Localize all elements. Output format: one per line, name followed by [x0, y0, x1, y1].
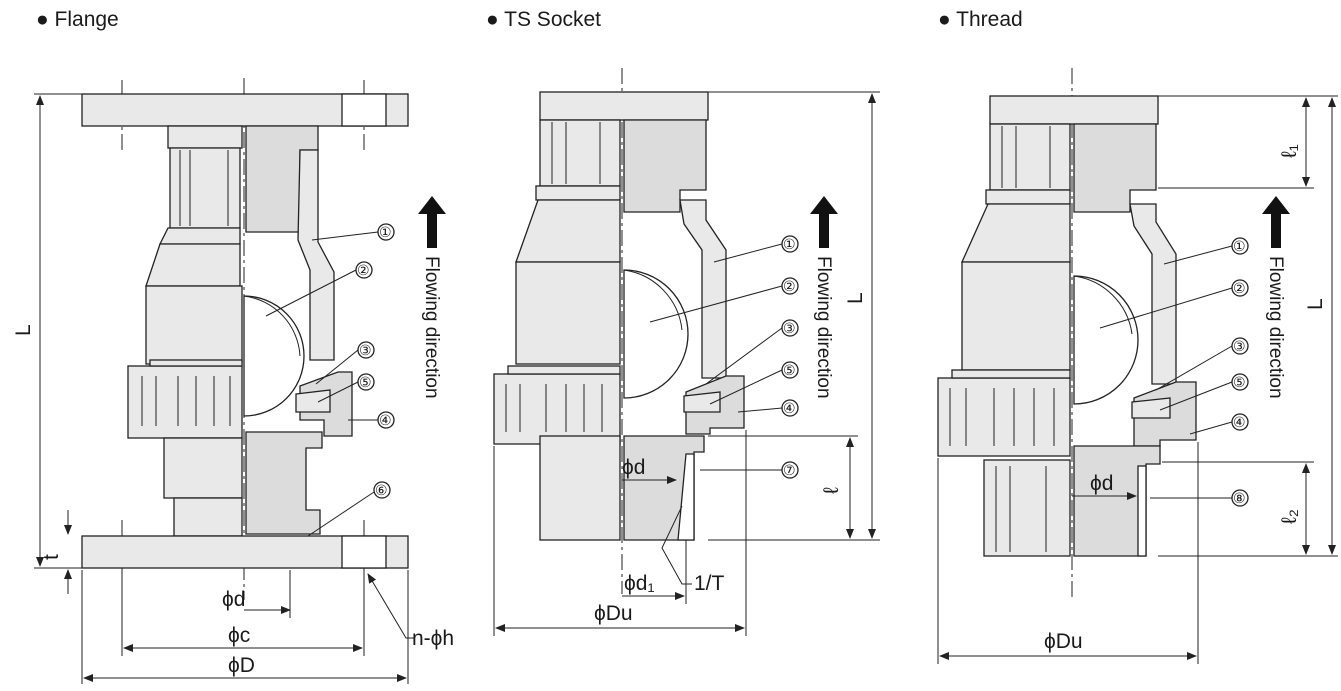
- flange-phid-label: ϕd: [222, 588, 245, 611]
- flange-part-1: ①: [379, 224, 392, 240]
- thread-ell1-label: ℓ₁: [1278, 144, 1301, 158]
- ts-socket-title: ● TS Socket: [486, 8, 601, 31]
- ts-socket-panel: ● TS Socket L ℓ: [486, 8, 880, 636]
- flange-part-3: ③: [359, 342, 372, 358]
- ts-part-1: ①: [783, 236, 796, 252]
- ts-part-7: ⑦: [783, 462, 796, 478]
- thread-title: ● Thread: [938, 8, 1023, 31]
- ts-part-2: ②: [783, 278, 796, 294]
- thread-part-2: ②: [1233, 280, 1246, 296]
- thread-part-5: ⑤: [1233, 374, 1246, 390]
- flange-t-label: t: [40, 554, 63, 560]
- flange-part-4: ④: [379, 412, 392, 428]
- flange-L-label: L: [12, 324, 35, 336]
- thread-L-label: L: [1304, 298, 1327, 310]
- flange-phiD-label: ϕD: [228, 654, 255, 677]
- thread-flow-label: Flowing direction: [1265, 256, 1286, 399]
- flange-phic-label: ϕc: [228, 624, 250, 647]
- thread-part-3: ③: [1233, 338, 1246, 354]
- thread-ell2-label: ℓ₂: [1278, 509, 1301, 524]
- flange-title: ● Flange: [36, 8, 119, 31]
- ts-phid1-label: ϕd₁: [624, 572, 655, 595]
- ts-taper-label: 1/T: [694, 572, 725, 595]
- ts-phiDu-label: ϕDu: [594, 602, 633, 625]
- ts-flow-arrow: [810, 196, 838, 248]
- ts-part-3: ③: [783, 320, 796, 336]
- flange-part-2: ②: [357, 262, 370, 278]
- flange-flow-arrow: [418, 196, 446, 248]
- flange-flow-label: Flowing direction: [421, 256, 442, 399]
- thread-part-8: ⑧: [1233, 490, 1246, 506]
- thread-part-1: ①: [1233, 238, 1246, 254]
- ts-flow-label: Flowing direction: [813, 256, 834, 399]
- flange-nphih-label: n-ϕh: [412, 627, 454, 650]
- ts-part-4: ④: [783, 400, 796, 416]
- thread-phid-label: ϕd: [1090, 472, 1113, 495]
- thread-panel: ● Thread L: [937, 8, 1338, 664]
- thread-phiDu-label: ϕDu: [1044, 630, 1083, 653]
- ts-ell-label: ℓ: [820, 487, 843, 494]
- thread-part-4: ④: [1233, 414, 1246, 430]
- ts-part-5: ⑤: [783, 362, 796, 378]
- flange-part-6: ⑥: [375, 482, 388, 498]
- ts-L-label: L: [844, 292, 867, 304]
- ts-phid-label: ϕd: [622, 456, 645, 479]
- flange-panel: ● Flange: [12, 8, 454, 684]
- thread-flow-arrow: [1262, 196, 1290, 248]
- flange-part-5: ⑤: [359, 374, 372, 390]
